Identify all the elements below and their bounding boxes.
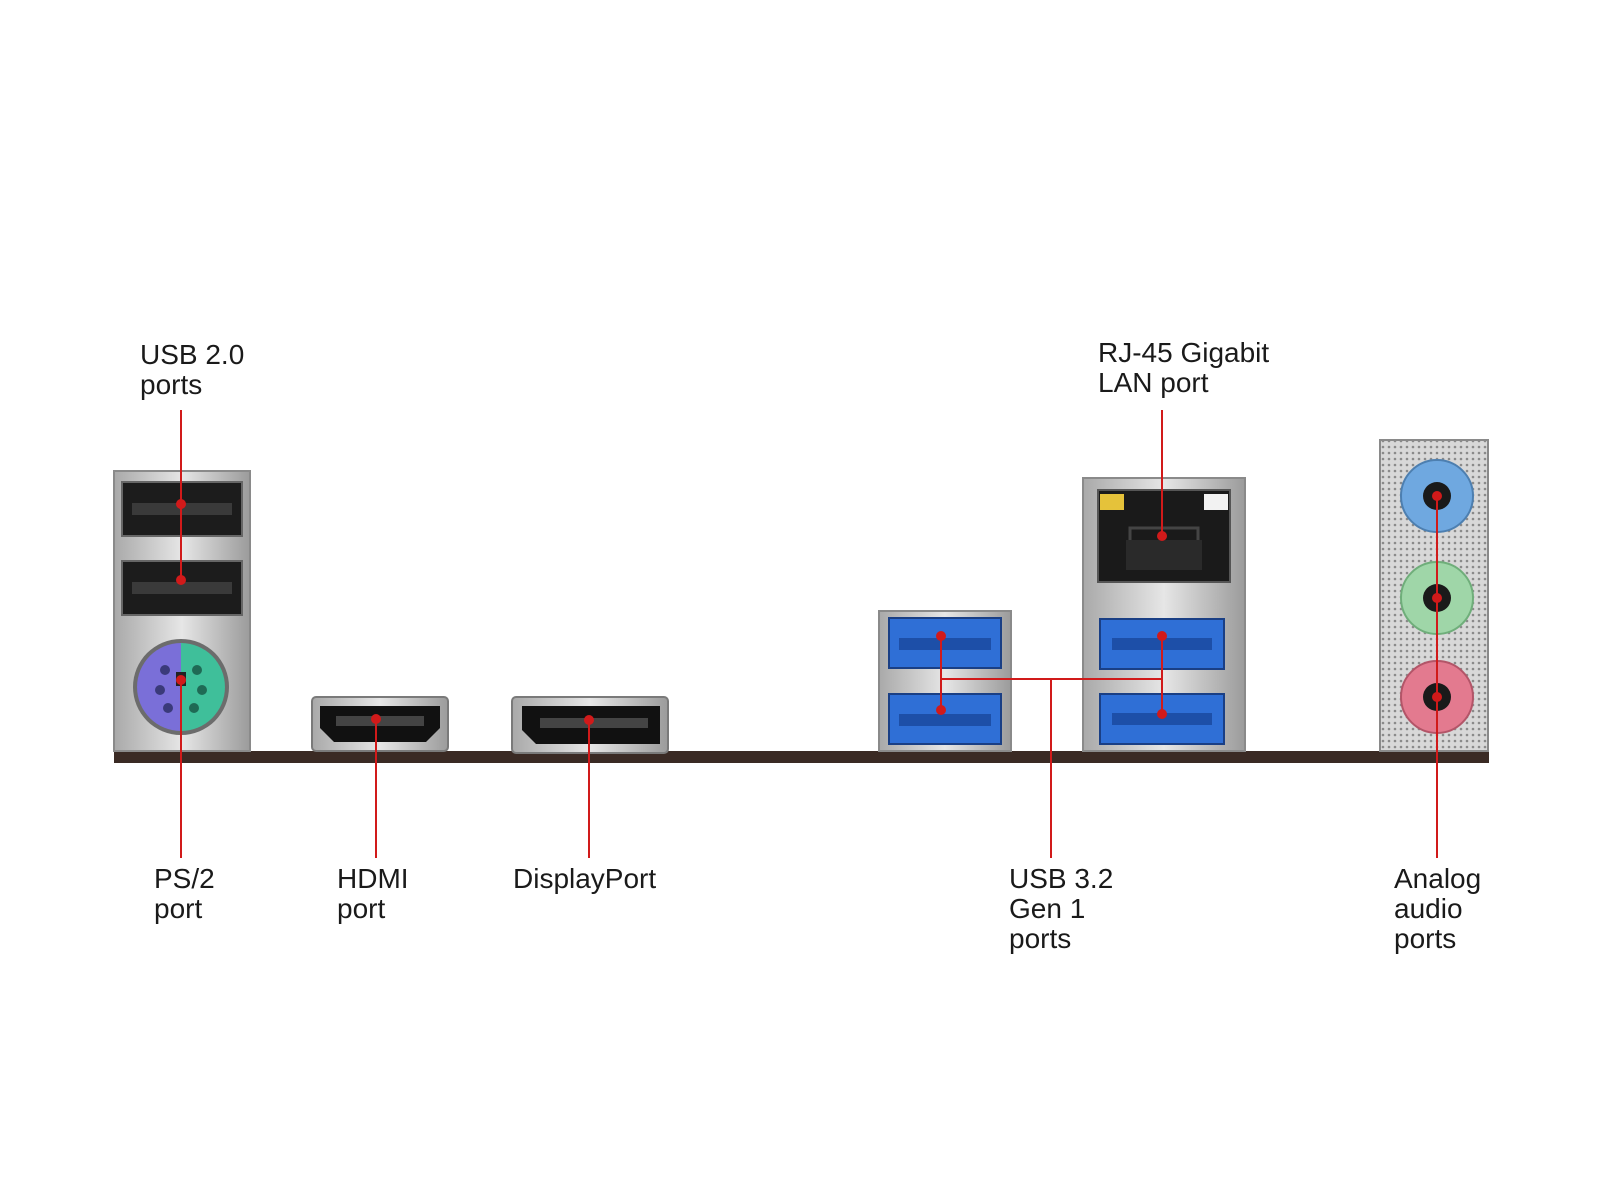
board-edge (114, 751, 1489, 763)
label-usb32-line2: Gen 1 (1009, 893, 1086, 924)
label-usb32-line3: ports (1009, 923, 1072, 954)
label-hdmi-line2: port (337, 893, 386, 924)
label-usb2: USB 2.0 ports (140, 340, 244, 400)
label-audio-line1: Analog (1394, 863, 1482, 894)
label-rj45-line2: LAN port (1098, 367, 1209, 398)
label-audio: Analog audio ports (1394, 864, 1481, 954)
label-hdmi-line1: HDMI (337, 863, 409, 894)
label-usb2-line1: USB 2.0 (140, 339, 245, 370)
label-ps2-line1: PS/2 (154, 863, 215, 894)
label-rj45: RJ-45 Gigabit LAN port (1098, 338, 1269, 398)
label-displayport-line1: DisplayPort (513, 863, 657, 894)
leader-usb32 (940, 636, 1163, 858)
label-hdmi: HDMI port (337, 864, 409, 924)
label-audio-line3: ports (1394, 923, 1457, 954)
label-usb2-line2: ports (140, 369, 203, 400)
usb32-dual-stack (878, 610, 1012, 752)
rj45-usb32-stack (1082, 477, 1246, 752)
label-usb32-line1: USB 3.2 (1009, 863, 1114, 894)
label-displayport: DisplayPort (513, 864, 656, 894)
label-ps2: PS/2 port (154, 864, 215, 924)
hdmi-port (311, 696, 449, 752)
label-usb32: USB 3.2 Gen 1 ports (1009, 864, 1113, 954)
label-ps2-line2: port (154, 893, 203, 924)
label-audio-line2: audio (1394, 893, 1463, 924)
label-rj45-line1: RJ-45 Gigabit (1098, 337, 1270, 368)
